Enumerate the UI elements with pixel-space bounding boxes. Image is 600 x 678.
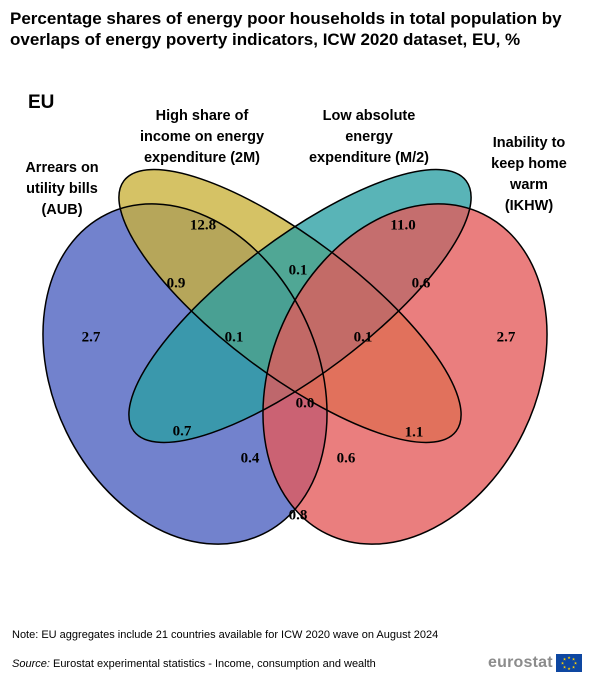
eu-flag-icon: ★★★ ★★★ ★★ [555,654,582,672]
svg-text:★: ★ [571,657,575,662]
set-outline-m2 [128,168,472,444]
source-label: Source: [12,658,50,670]
footnote: Note: EU aggregates include 21 countries… [12,629,439,641]
region-value-ikhw: 2.7 [497,329,516,345]
region-value-aub: 2.7 [82,329,101,345]
set-outline-ikhw [262,203,548,545]
source-line: Source: Eurostat experimental statistics… [12,657,376,671]
region-value-aub-m2-ikhw: 0.4 [241,450,260,466]
region-value-aub-ikhw: 0.8 [289,507,308,523]
region-value-2m-m2-ikhw: 0.1 [354,329,373,345]
svg-text:★: ★ [567,655,571,660]
region-value-aub-2m-m2-ikhw: 0.0 [296,395,315,411]
eurostat-logo: eurostat ★★★ ★★★ ★★ [488,653,582,673]
region-value-aub-2m: 0.9 [167,275,186,291]
region-value-aub-2m-m2: 0.1 [225,329,244,345]
chart-title: Percentage shares of energy poor househo… [10,9,562,49]
region-value-aub-2m-ikhw: 0.6 [337,450,356,466]
region-value-m2: 11.0 [390,217,415,233]
region-value-2m-ikhw: 1.1 [405,424,424,440]
svg-text:★: ★ [560,661,564,666]
set-ellipse-ikhw [262,203,548,545]
region-label: EU [28,92,55,113]
svg-text:★: ★ [571,665,575,670]
set-outline-2m [118,168,462,444]
logo-text: eurostat [488,654,553,671]
set-outline-aub [42,203,328,545]
svg-text:★: ★ [567,666,571,671]
source-text: Eurostat experimental statistics - Incom… [49,658,376,670]
region-value-2m: 12.8 [190,217,216,233]
svg-text:★: ★ [573,661,577,666]
region-value-aub-m2: 0.7 [173,423,192,439]
region-value-m2-ikhw: 0.6 [412,275,431,291]
region-value-2m-m2: 0.1 [289,262,308,278]
svg-text:★: ★ [562,665,566,670]
svg-text:★: ★ [562,657,566,662]
